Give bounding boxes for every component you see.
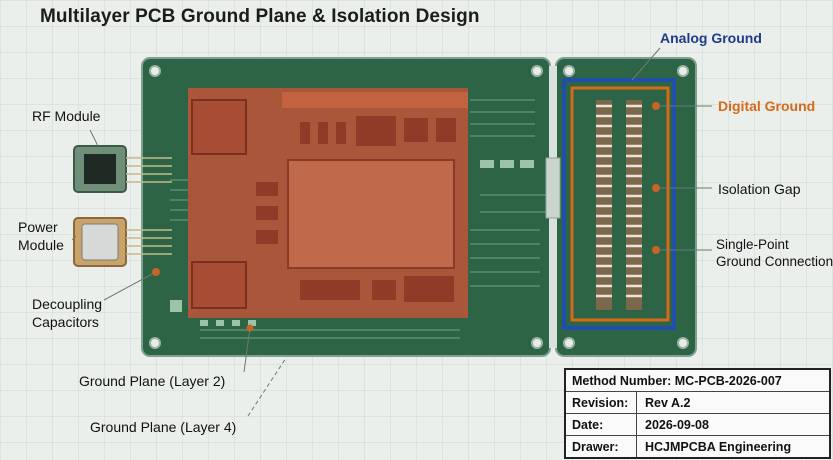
power-module-label: Power Module xyxy=(18,219,64,253)
callout-dots xyxy=(152,102,660,332)
analog-ground-leader xyxy=(631,47,661,81)
ground-layer2-label: Ground Plane (Layer 2) xyxy=(79,373,226,389)
title-block: Method Number: MC-PCB-2026-007 Revision:… xyxy=(564,368,831,459)
analog-ground-outline xyxy=(562,78,676,330)
digital-ground-outline xyxy=(570,86,670,322)
decoupling-label: Decoupling Capacitors xyxy=(32,296,103,330)
layer4-leader xyxy=(247,357,287,417)
digital-ground-label: Digital Ground xyxy=(718,98,816,114)
title-block-method-row: Method Number: MC-PCB-2026-007 xyxy=(566,370,829,392)
revision-value: Rev A.2 xyxy=(645,395,691,410)
revision-label: Revision: xyxy=(566,392,637,413)
single-point-label: Single-Point Ground Connection xyxy=(716,237,833,269)
lower-left-chip xyxy=(191,261,247,309)
isolation-gap-label: Isolation Gap xyxy=(718,181,801,197)
mounting-holes xyxy=(149,65,543,349)
title-block-date-row: Date: 2026-09-08 xyxy=(566,414,829,436)
analog-component-rows xyxy=(596,100,642,310)
rf-module xyxy=(73,145,172,193)
date-value: 2026-09-08 xyxy=(645,417,709,432)
power-module xyxy=(73,217,172,267)
drawer-value: HCJMPCBA Engineering xyxy=(645,439,792,454)
ground-layer4-label: Ground Plane (Layer 4) xyxy=(90,419,237,435)
decoupling-leader xyxy=(103,271,157,301)
date-label: Date: xyxy=(566,414,637,435)
upper-left-chip xyxy=(191,99,247,155)
title-block-revision-row: Revision: Rev A.2 xyxy=(566,392,829,414)
rf-module-label: RF Module xyxy=(32,108,101,124)
analog-ground-label: Analog Ground xyxy=(660,30,762,46)
drawer-label: Drawer: xyxy=(566,436,637,457)
method-number: Method Number: MC-PCB-2026-007 xyxy=(572,373,782,388)
layer2-leader xyxy=(243,327,251,373)
diagram-title: Multilayer PCB Ground Plane & Isolation … xyxy=(40,6,480,27)
cpu-chip xyxy=(287,159,455,269)
title-block-drawer-row: Drawer: HCJMPCBA Engineering xyxy=(566,436,829,457)
